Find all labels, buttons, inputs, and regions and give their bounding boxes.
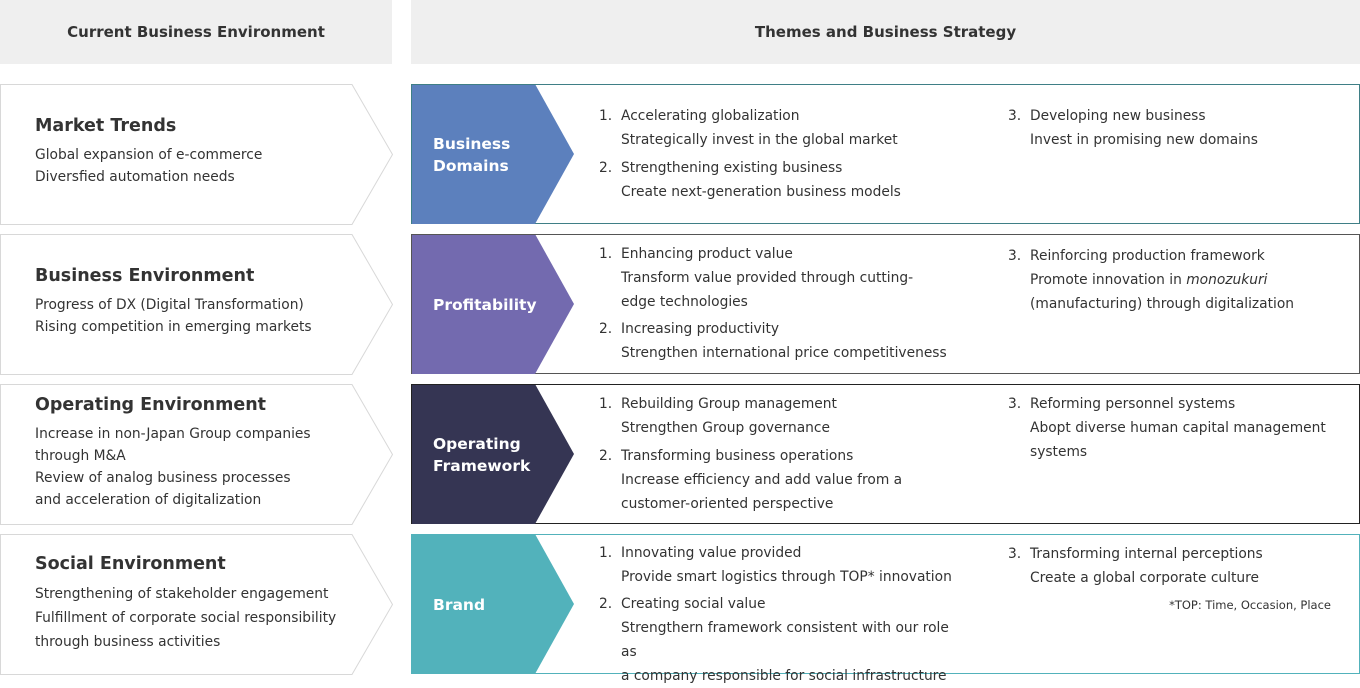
env-card-operating-environment: Operating Environment Increase in non-Ja…	[0, 384, 394, 525]
env-line: Fulfillment of corporate social responsi…	[35, 610, 337, 626]
strategy-item: 1. Innovating value provided Provide sma…	[599, 545, 952, 585]
env-line: Strengthening of stakeholder engagement	[35, 586, 329, 602]
env-card-outline	[0, 534, 394, 675]
env-card-outline	[0, 234, 394, 375]
strategy-item: 3. Transforming internal perceptions Cre…	[1008, 546, 1263, 586]
env-line: Progress of DX (Digital Transformation)	[35, 297, 304, 313]
env-title: Operating Environment	[35, 395, 267, 415]
env-line: through M&A	[35, 448, 126, 464]
env-title: Social Environment	[35, 554, 226, 574]
theme-chevron	[412, 535, 574, 674]
strategy-item: 3. Reforming personnel systems Abopt div…	[1008, 396, 1326, 460]
env-line: Global expansion of e-commerce	[35, 147, 263, 163]
theme-label: Brand	[433, 596, 486, 614]
env-line: Review of analog business processes	[35, 470, 291, 486]
env-card-outline	[0, 84, 394, 225]
strategy-header: Themes and Business Strategy	[411, 0, 1360, 64]
strategy-row-profitability: Profitability 1. Enhancing product value…	[411, 234, 1360, 374]
env-line: Increase in non-Japan Group companies	[35, 426, 311, 442]
footnote: *TOP: Time, Occasion, Place	[1169, 598, 1331, 612]
env-card-market-trends: Market Trends Global expansion of e-comm…	[0, 84, 394, 225]
strategy-item: 2. Transforming business operations Incr…	[599, 448, 903, 512]
env-line: Rising competition in emerging markets	[35, 319, 312, 335]
theme-chevron	[412, 385, 574, 524]
env-line: and acceleration of digitalization	[35, 492, 262, 508]
current-environment-header: Current Business Environment	[0, 0, 392, 64]
strategy-item: 3. Developing new business Invest in pro…	[1008, 108, 1258, 148]
strategy-item: 2. Creating social value Strengthern fra…	[599, 596, 949, 684]
theme-chevron	[412, 85, 574, 224]
strategy-item: 2. Increasing productivity Strengthen in…	[599, 321, 947, 361]
env-card-outline	[0, 384, 394, 525]
strategy-item: 3. Reinforcing production framework Prom…	[1008, 248, 1295, 312]
strategy-item: 1. Rebuilding Group management Strengthe…	[599, 396, 837, 436]
env-title: Business Environment	[35, 266, 255, 286]
env-line: Diversfied automation needs	[35, 169, 235, 185]
env-card-business-environment: Business Environment Progress of DX (Dig…	[0, 234, 394, 375]
strategy-item: 1. Enhancing product value Transform val…	[599, 246, 914, 310]
env-line: through business activities	[35, 634, 221, 650]
strategy-item: 1. Accelerating globalization Strategica…	[599, 108, 898, 148]
strategy-row-brand: Brand 1. Innovating value provided Provi…	[411, 534, 1360, 684]
env-card-social-environment: Social Environment Strengthening of stak…	[0, 534, 394, 675]
env-title: Market Trends	[35, 116, 177, 136]
theme-chevron	[412, 235, 574, 374]
theme-label: Profitability	[433, 296, 537, 314]
strategy-item: 2. Strengthening existing business Creat…	[599, 160, 901, 200]
